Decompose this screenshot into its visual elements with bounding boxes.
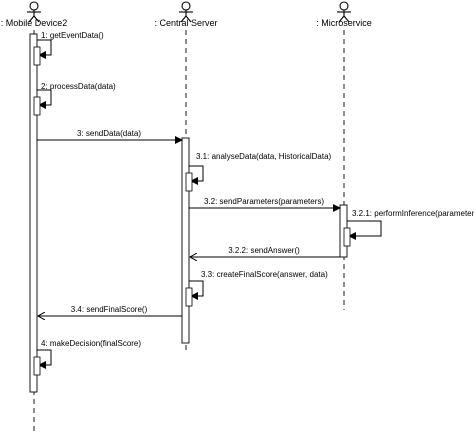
message-3-3-self: 3.3: createFinalScore(answer, data) — [185, 270, 328, 307]
message-3-1-self: 3.1: analyseData(data, HistoricalData) — [185, 152, 332, 192]
message-2-self: 2: processData(data) — [33, 82, 116, 116]
message-label: 2: processData(data) — [41, 82, 116, 91]
self-message-arrow — [189, 165, 204, 185]
nested-activation — [185, 287, 193, 307]
message-3-4-return: 3.4: sendFinalScore() — [38, 305, 182, 316]
message-label: 1: getEventData() — [41, 31, 104, 40]
activation-bar — [181, 137, 190, 344]
participant-micro: : Microservice — [316, 1, 372, 310]
message-label: 3.2: sendParameters(parameters) — [204, 197, 324, 206]
message-label: 4: makeDecision(finalScore) — [41, 339, 141, 348]
participant-name: : Microservice — [316, 18, 372, 28]
nested-activation — [33, 356, 41, 376]
nested-activation — [33, 46, 41, 66]
message-label: 3.3: createFinalScore(answer, data) — [201, 270, 328, 279]
message-label: 3: sendData(data) — [77, 129, 141, 138]
message-1-self: 1: getEventData() — [33, 31, 104, 66]
self-message-arrow — [347, 220, 382, 240]
nested-activation — [343, 227, 351, 247]
message-label: 3.2.1: performInference(parameters) — [352, 209, 474, 218]
nested-activation — [185, 172, 193, 192]
participant-name: : Mobile Device2 — [1, 18, 68, 28]
actor-icon — [337, 1, 351, 23]
actor-icon — [27, 1, 41, 23]
self-message-arrow — [37, 39, 52, 59]
nested-activation — [33, 96, 41, 116]
self-message-arrow — [189, 280, 204, 300]
message-label: 3.4: sendFinalScore() — [71, 305, 148, 314]
message-label: 3.2.2: sendAnswer() — [228, 246, 300, 255]
participant-name: : Central Server — [154, 18, 217, 28]
activation-bar — [29, 33, 38, 393]
message-3-call: 3: sendData(data) — [37, 129, 183, 144]
self-message-arrow — [37, 349, 52, 369]
message-3-2-call: 3.2: sendParameters(parameters) — [189, 197, 341, 212]
self-message-arrow — [37, 89, 52, 109]
actor-icon — [179, 1, 193, 23]
message-3-2-1-self: 3.2.1: performInference(parameters) — [343, 209, 474, 247]
message-3-2-2-return: 3.2.2: sendAnswer() — [190, 246, 340, 257]
message-4-self: 4: makeDecision(finalScore) — [33, 339, 141, 376]
message-label: 3.1: analyseData(data, HistoricalData) — [196, 152, 332, 161]
